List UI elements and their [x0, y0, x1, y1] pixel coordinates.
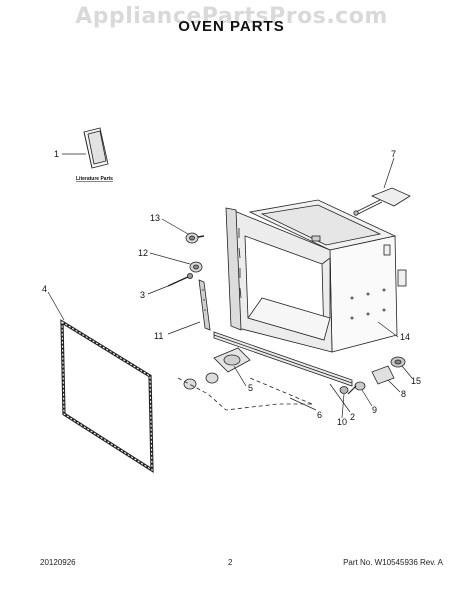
oven-cavity	[225, 199, 407, 353]
callout-numbers: 1 2 3 4 5 6 7 8 9 10 11 12 13 14 15	[42, 149, 421, 427]
callout-5: 5	[248, 383, 253, 393]
footer-part-number: Part No. W10545936 Rev. A	[343, 558, 443, 567]
literature-label: Literature Parts	[76, 176, 113, 182]
literature-booklet	[83, 127, 109, 169]
bracket-strip	[198, 279, 211, 331]
callout-6: 6	[317, 410, 322, 420]
leader-lines	[47, 153, 413, 419]
part-13	[185, 232, 205, 244]
part-12	[189, 261, 203, 273]
callout-2: 2	[350, 412, 355, 422]
callout-11: 11	[154, 331, 163, 341]
callout-1: 1	[54, 149, 59, 159]
bottom-trim-rail	[213, 331, 353, 387]
callout-8: 8	[401, 389, 406, 399]
part-15	[390, 356, 406, 368]
callout-10: 10	[337, 417, 347, 427]
callout-12: 12	[138, 248, 148, 258]
part-10	[339, 386, 349, 394]
part-9	[347, 381, 366, 395]
page-title: OVEN PARTS	[178, 18, 285, 35]
callout-9: 9	[372, 405, 377, 415]
callout-14: 14	[400, 332, 410, 342]
part-8	[371, 365, 395, 385]
knob-switch-group	[177, 347, 313, 411]
footer-date: 20120926	[40, 558, 76, 567]
screw	[167, 272, 193, 287]
callout-3: 3	[140, 290, 145, 300]
callout-7: 7	[391, 149, 396, 159]
watermark: AppliancePartsPros.com	[75, 4, 388, 29]
footer-page-number: 2	[228, 558, 233, 567]
callout-13: 13	[150, 213, 160, 223]
callout-15: 15	[411, 376, 421, 386]
callout-4: 4	[42, 284, 47, 294]
element-bracket	[353, 187, 411, 216]
door-gasket	[60, 319, 154, 473]
